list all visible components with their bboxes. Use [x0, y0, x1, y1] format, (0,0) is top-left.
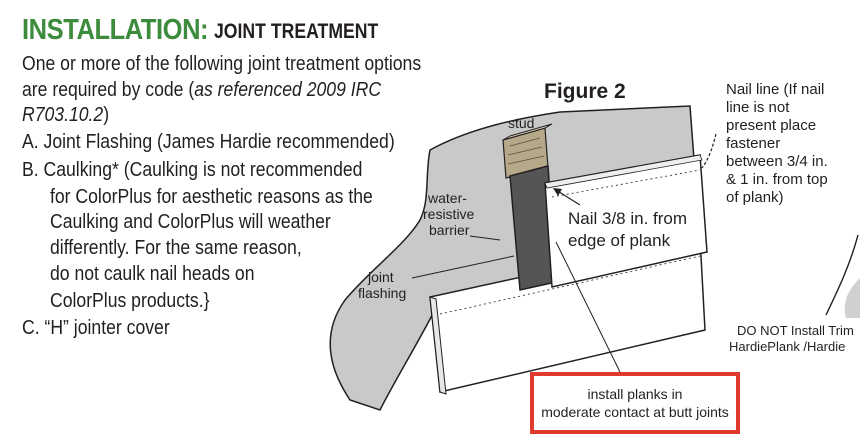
callout-box: [530, 372, 740, 434]
option-c: C. “H” jointer cover: [22, 317, 170, 339]
label-wrb-3: barrier: [429, 222, 470, 238]
nailline-note-3: present place: [726, 117, 816, 134]
label-flashing-1: joint: [367, 269, 394, 285]
arrowhead-nail: [553, 188, 562, 196]
nailline-note-7: of plank): [726, 189, 784, 206]
label-wrb-2: resistive: [423, 206, 475, 222]
intro-line-3-suffix: ): [103, 104, 110, 126]
option-b-line-6: ColorPlus products.}: [50, 290, 210, 312]
label-stud: stud: [508, 115, 534, 131]
nailline-note-5: between 3/4 in.: [726, 153, 828, 170]
option-b-line-5: do not caulk nail heads on: [50, 263, 255, 285]
shadow-edge: [844, 278, 860, 318]
option-b: B. Caulking* (Caulking is not recommende…: [22, 159, 363, 181]
label-wrb-1: water-: [427, 190, 467, 206]
leader-donot: [825, 234, 859, 316]
code-section: R703.10.2: [22, 104, 104, 126]
nailline-note-4: fastener: [726, 135, 780, 152]
label-flashing-2: flashing: [358, 285, 406, 301]
option-b-line-2: for ColorPlus for aesthetic reasons as t…: [50, 186, 373, 208]
code-reference: as referenced 2009 IRC: [194, 79, 382, 101]
section-subheading: JOINT TREATMENT: [214, 20, 379, 43]
leader-callout: [555, 241, 621, 373]
option-b-line-4: differently. For the same reason,: [50, 237, 302, 259]
leader-nailline: [701, 133, 717, 169]
intro-line-2-prefix: are required by code (: [22, 79, 195, 101]
nailline-note-6: & 1 in. from top: [726, 171, 828, 188]
intro-line-3: R703.10.2): [22, 104, 109, 127]
leader-wrb: [469, 235, 501, 241]
label-nail-1: Nail 3/8 in. from: [568, 209, 687, 228]
label-nail-2: edge of plank: [568, 231, 671, 250]
section-heading: INSTALLATION:: [22, 14, 209, 46]
upper-plank: [544, 154, 708, 288]
callout-line-1: install planks in: [587, 386, 683, 402]
leader-flashing: [411, 255, 515, 279]
nailline-note-2: line is not: [726, 99, 790, 116]
figure-title: Figure 2: [544, 80, 626, 103]
donot-note-2: HardiePlank /Hardie: [729, 339, 845, 354]
intro-line-1: One or more of the following joint treat…: [22, 53, 422, 75]
nailline-note-1: Nail line (If nail: [726, 81, 824, 98]
option-b-line-3: Caulking and ColorPlus will weather: [50, 211, 331, 233]
intro-line-2: are required by code (as referenced 2009…: [22, 79, 381, 102]
callout-line-2: moderate contact at butt joints: [541, 404, 729, 420]
option-a: A. Joint Flashing (James Hardie recommen…: [22, 131, 395, 153]
donot-note-1: DO NOT Install Trim: [737, 323, 854, 338]
